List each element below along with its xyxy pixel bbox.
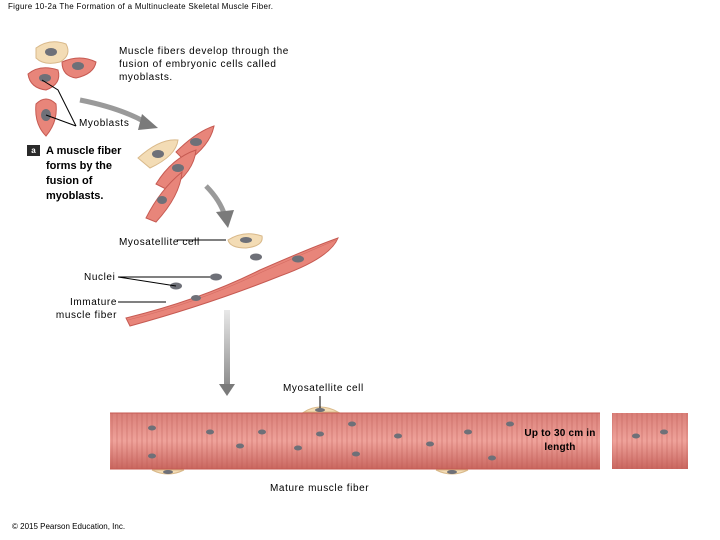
myoblasts-leader-lines [41, 79, 77, 127]
copyright: © 2015 Pearson Education, Inc. [12, 522, 126, 531]
label-myosatellite-cell-1: Myosatellite cell [119, 237, 200, 248]
label-mature-muscle-fiber: Mature muscle fiber [270, 483, 370, 494]
step-badge: a [27, 145, 40, 156]
label-nuclei: Nuclei [84, 272, 116, 283]
immature-leader-lines [117, 239, 226, 303]
arrow-2 [204, 184, 234, 228]
label-myoblasts: Myoblasts [79, 118, 130, 129]
fusing-myoblasts [137, 125, 215, 223]
figure-title: Figure 10-2a The Formation of a Multinuc… [8, 2, 274, 11]
intro-text: Muscle fibers develop through the fusion… [119, 46, 289, 83]
arrow-1 [79, 97, 158, 130]
label-length: Up to 30 cm in length [524, 428, 596, 453]
label-myosatellite-cell-2: Myosatellite cell [283, 383, 364, 394]
label-immature-muscle-fiber: Immature muscle fiber [55, 297, 117, 321]
arrow-3 [219, 310, 235, 396]
mature-muscle-fiber [110, 406, 688, 475]
step-text: A muscle fiber forms by the fusion of my… [46, 145, 122, 202]
